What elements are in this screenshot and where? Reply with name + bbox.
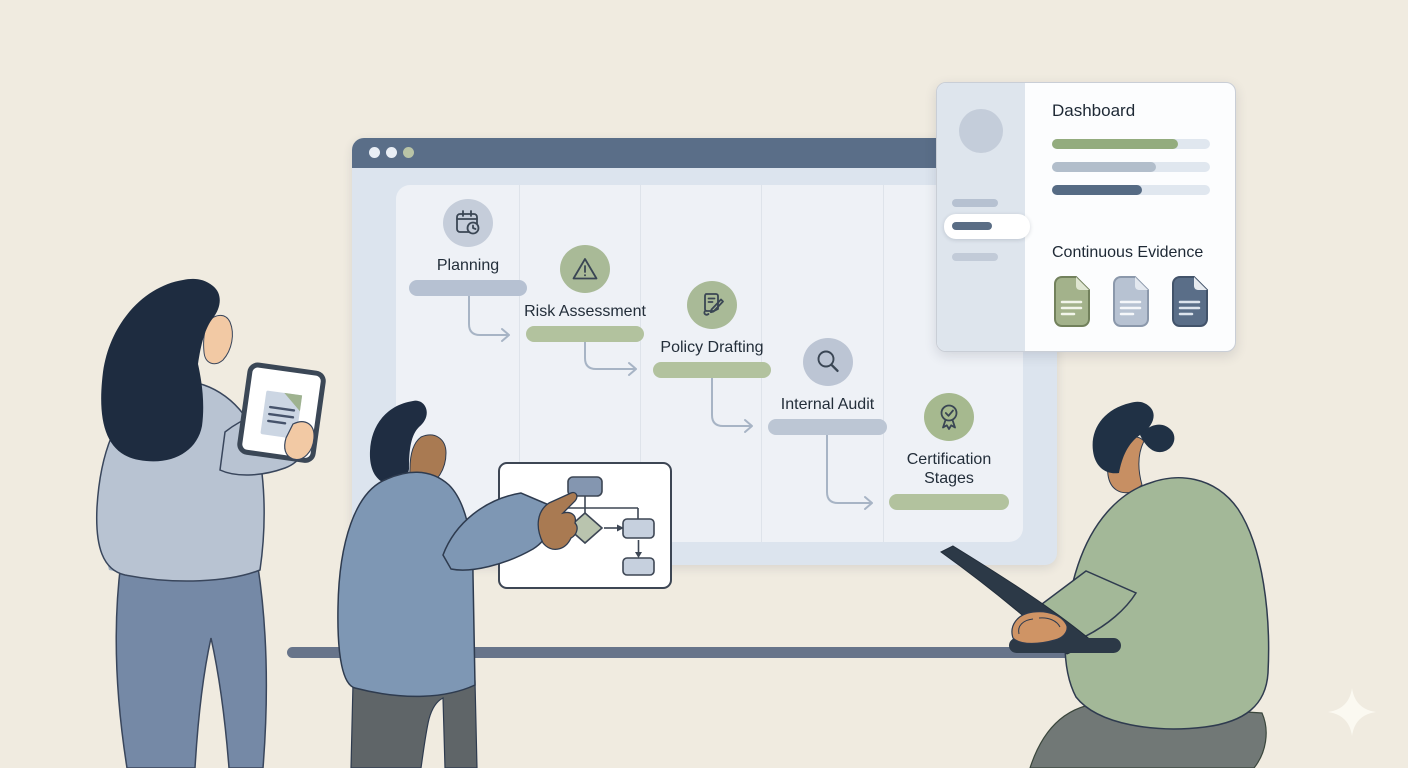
dashboard-main: Dashboard Continuous Evidence xyxy=(1025,83,1235,351)
document-icon[interactable] xyxy=(1052,275,1092,328)
document-icon[interactable] xyxy=(1111,275,1151,328)
flowchart-end-node xyxy=(622,557,655,576)
sidebar-nav-item-2-active[interactable] xyxy=(944,214,1030,239)
person-man-pointing xyxy=(337,400,578,768)
column-divider xyxy=(883,185,884,542)
column-divider xyxy=(519,185,520,542)
woman-hair xyxy=(101,278,220,462)
section-title: Continuous Evidence xyxy=(1052,244,1204,261)
person-man-typing xyxy=(1013,401,1270,768)
stage-progress-pill xyxy=(889,493,1009,510)
magnifier-icon xyxy=(802,338,853,386)
document-edit-icon xyxy=(687,281,737,329)
typing-hands xyxy=(1011,611,1068,645)
four-point-star-icon xyxy=(1328,688,1376,736)
stage-label: Risk Assessment xyxy=(524,303,646,320)
man-pointing-hand xyxy=(537,491,578,550)
sidebar-nav-item-3[interactable] xyxy=(952,253,998,261)
calendar-clock-icon xyxy=(443,199,493,247)
warning-triangle-icon xyxy=(560,245,610,293)
dashboard-card: Dashboard Continuous Evidence xyxy=(936,82,1236,352)
stage-progress-pill xyxy=(768,419,887,435)
window-dot-1[interactable] xyxy=(369,147,380,158)
progress-bar xyxy=(1052,139,1210,149)
stage-label: Policy Drafting xyxy=(660,339,764,356)
woman-hand xyxy=(284,421,315,461)
stage-risk-assessment: Risk Assessment xyxy=(524,245,646,342)
progress-bar xyxy=(1052,162,1210,172)
flowchart-start-node xyxy=(567,476,603,497)
window-dot-3[interactable] xyxy=(403,147,414,158)
stage-planning: Planning xyxy=(409,199,527,296)
stage-label: Planning xyxy=(436,257,500,274)
sidebar-nav-item-1[interactable] xyxy=(952,199,998,207)
stage-label: Certification Stages xyxy=(906,451,992,487)
progress-bar xyxy=(1052,185,1210,195)
dashboard-title: Dashboard xyxy=(1052,101,1136,120)
progress-fill xyxy=(1052,185,1143,195)
woman-face xyxy=(203,315,233,365)
stage-progress-pill xyxy=(526,326,644,342)
column-divider xyxy=(640,185,641,542)
progress-fill xyxy=(1052,139,1179,149)
typing-man-sweater xyxy=(1064,477,1270,730)
avatar xyxy=(959,109,1003,153)
document-icon[interactable] xyxy=(1170,275,1210,328)
stage-certification: Certification Stages xyxy=(889,393,1009,510)
desk-bar xyxy=(287,647,1121,658)
stage-progress-pill xyxy=(409,280,527,296)
typing-man-hair xyxy=(1092,401,1154,474)
sidebar-nav-bar xyxy=(952,222,992,230)
person-woman-with-tablet xyxy=(95,278,326,768)
progress-fill xyxy=(1052,162,1157,172)
evidence-documents xyxy=(1052,275,1210,328)
window-dot-2[interactable] xyxy=(386,147,397,158)
woman-pants xyxy=(115,560,268,768)
stage-label: Internal Audit xyxy=(780,396,875,413)
award-ribbon-icon xyxy=(924,393,974,441)
stage-progress-pill xyxy=(653,362,771,378)
flowchart-right-node xyxy=(622,518,655,539)
dashboard-sidebar xyxy=(937,83,1030,351)
stage-policy-drafting: Policy Drafting xyxy=(653,281,771,378)
stage-internal-audit: Internal Audit xyxy=(768,338,887,435)
man-sweater xyxy=(337,471,476,698)
man-hair xyxy=(369,400,427,486)
